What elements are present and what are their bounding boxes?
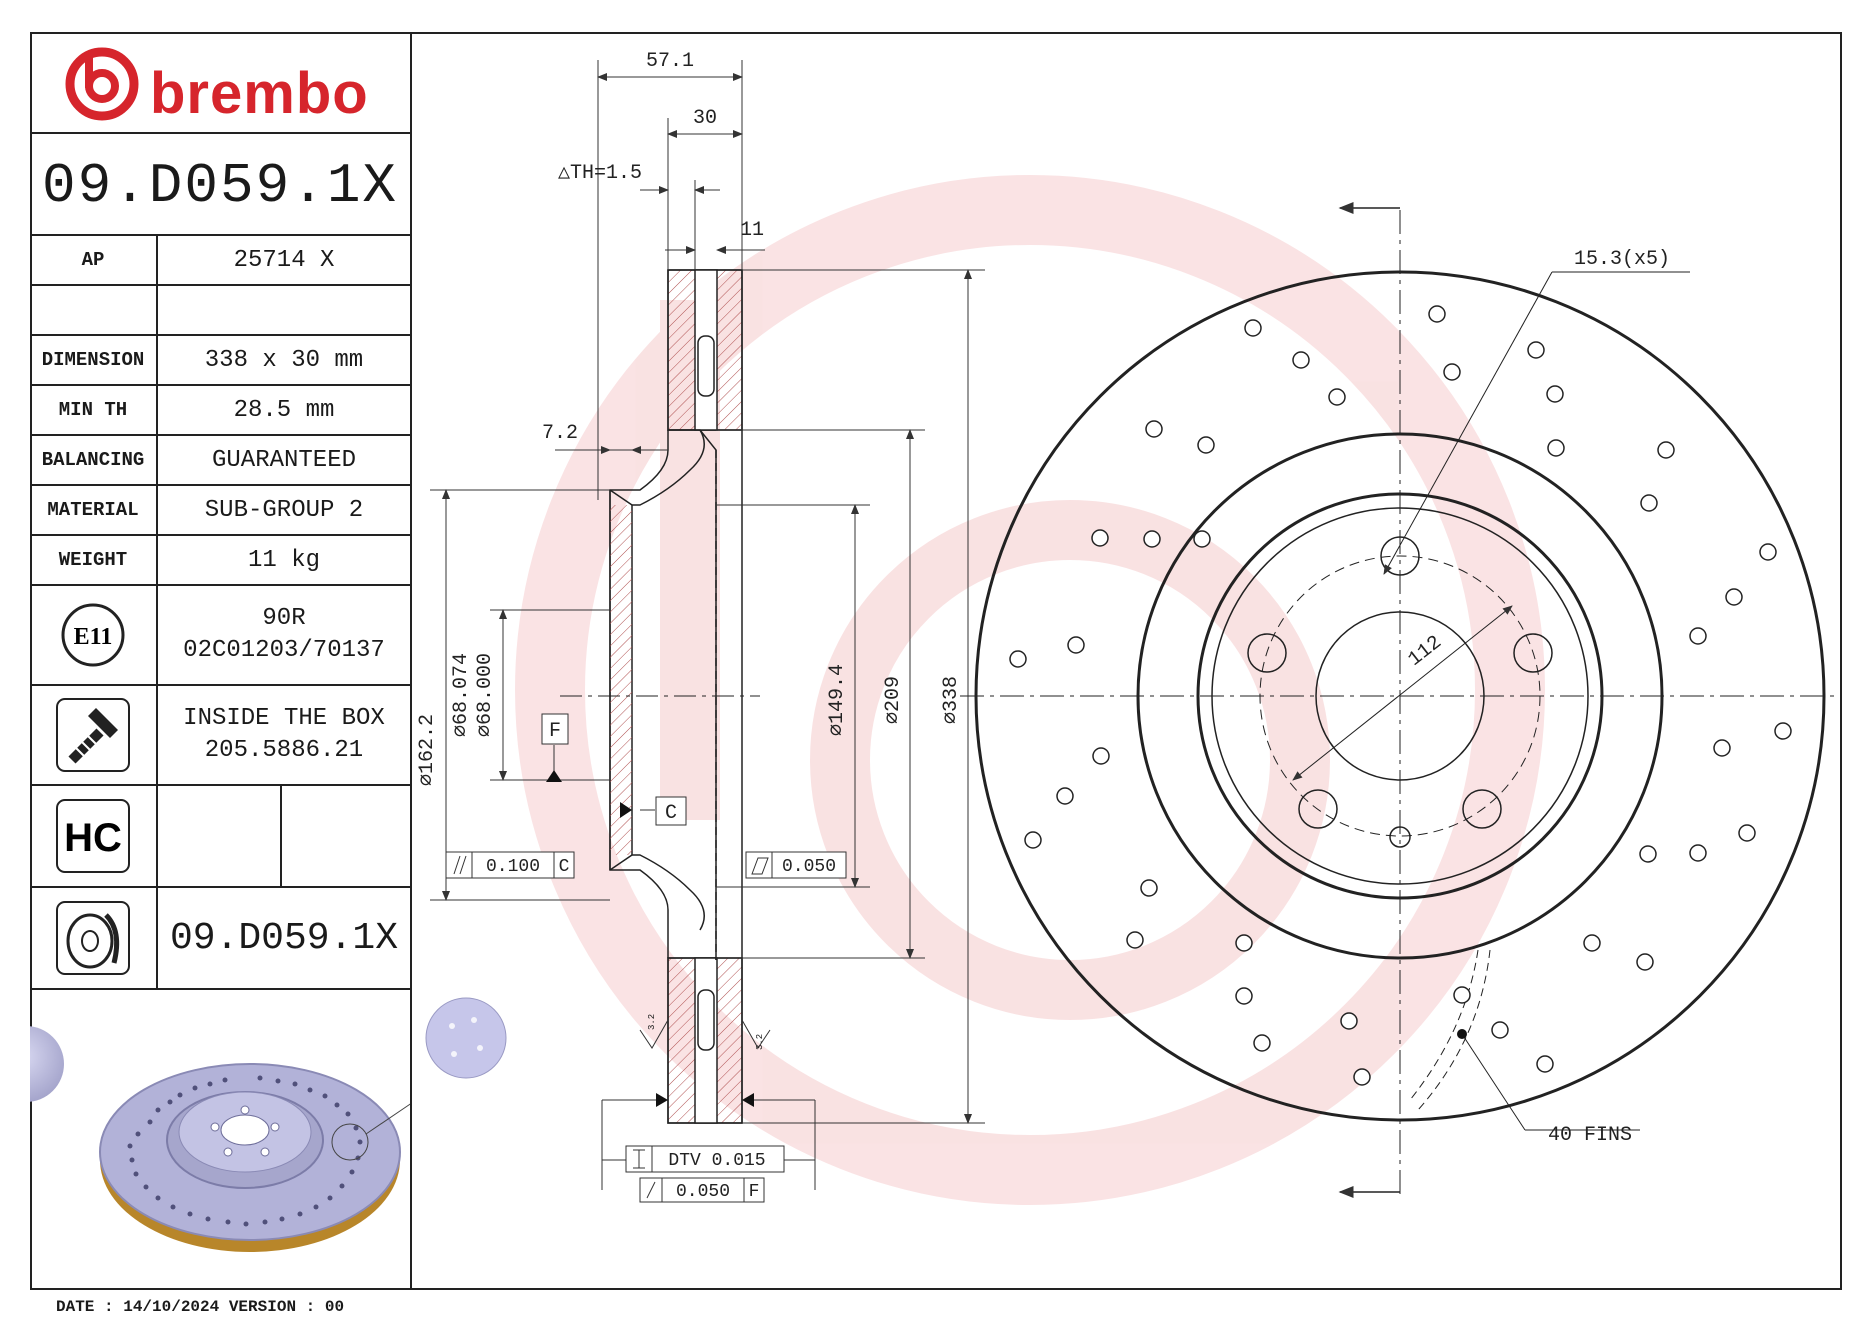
hc-text: HC bbox=[64, 816, 122, 860]
spec-row: BALANCING GUARANTEED bbox=[30, 436, 410, 486]
part-number-row: 09.D059.1X bbox=[30, 134, 410, 236]
logo-row: brembo bbox=[30, 32, 410, 134]
inside-box-value: INSIDE THE BOX 205.5886.21 bbox=[158, 686, 410, 784]
spec-label: AP bbox=[30, 236, 158, 284]
spec-label: MIN TH bbox=[30, 386, 158, 434]
spec-row: AP 25714 X bbox=[30, 236, 410, 286]
spec-label: MATERIAL bbox=[30, 486, 158, 534]
inside-box-line2: 205.5886.21 bbox=[204, 737, 364, 764]
spec-value: 25714 X bbox=[233, 246, 335, 274]
approval-line2: 02C01203/70137 bbox=[183, 637, 385, 664]
spec-row: MIN TH 28.5 mm bbox=[30, 386, 410, 436]
hc-cell: HC bbox=[30, 786, 158, 886]
spec-row bbox=[30, 286, 410, 336]
brand-name: brembo bbox=[150, 61, 369, 126]
e11-mark-icon: E11 bbox=[61, 603, 125, 667]
spec-value: SUB-GROUP 2 bbox=[204, 496, 364, 524]
inside-box-row: INSIDE THE BOX 205.5886.21 bbox=[30, 686, 410, 786]
approval-value: 90R 02C01203/70137 bbox=[158, 586, 410, 684]
approval-line1: 90R bbox=[262, 605, 306, 632]
e11-mark-text: E11 bbox=[74, 624, 113, 650]
spec-row: DIMENSION 338 x 30 mm bbox=[30, 336, 410, 386]
disc-3d-illustration bbox=[30, 1026, 64, 1102]
disc-caliper-icon bbox=[56, 901, 130, 975]
spec-row: MATERIAL SUB-GROUP 2 bbox=[30, 486, 410, 536]
spec-row: WEIGHT 11 kg bbox=[30, 536, 410, 586]
spec-value: GUARANTEED bbox=[211, 446, 357, 474]
screw-cell bbox=[30, 686, 158, 784]
bottom-code-row: 09.D059.1X bbox=[30, 888, 410, 990]
spec-label bbox=[30, 286, 158, 334]
bottom-code: 09.D059.1X bbox=[169, 916, 399, 960]
disc-3d-render bbox=[99, 1063, 410, 1252]
spec-label: WEIGHT bbox=[30, 536, 158, 584]
e11-cell: E11 bbox=[30, 586, 158, 684]
spec-value: 11 kg bbox=[247, 546, 320, 574]
divider bbox=[280, 786, 282, 886]
magnifier-bubble-detail bbox=[425, 997, 507, 1079]
hc-icon: HC bbox=[56, 799, 130, 873]
spec-value: 338 x 30 mm bbox=[204, 346, 364, 374]
spec-value bbox=[158, 286, 410, 334]
disc-cell bbox=[30, 888, 158, 988]
approval-row: E11 90R 02C01203/70137 bbox=[30, 586, 410, 686]
screw-icon bbox=[56, 698, 130, 772]
footer-date-version: DATE : 14/10/2024 VERSION : 00 bbox=[56, 1298, 345, 1316]
spec-label: BALANCING bbox=[30, 436, 158, 484]
spec-value: 28.5 mm bbox=[233, 396, 335, 424]
title-block: brembo 09.D059.1X AP 25714 X DIMENSION 3… bbox=[30, 32, 412, 1290]
hc-row: HC bbox=[30, 786, 410, 888]
part-number: 09.D059.1X bbox=[41, 154, 399, 218]
inside-box-line1: INSIDE THE BOX bbox=[183, 705, 385, 732]
drawing-frame bbox=[30, 32, 1842, 1290]
brembo-logo-icon bbox=[65, 47, 139, 121]
spec-label: DIMENSION bbox=[30, 336, 158, 384]
